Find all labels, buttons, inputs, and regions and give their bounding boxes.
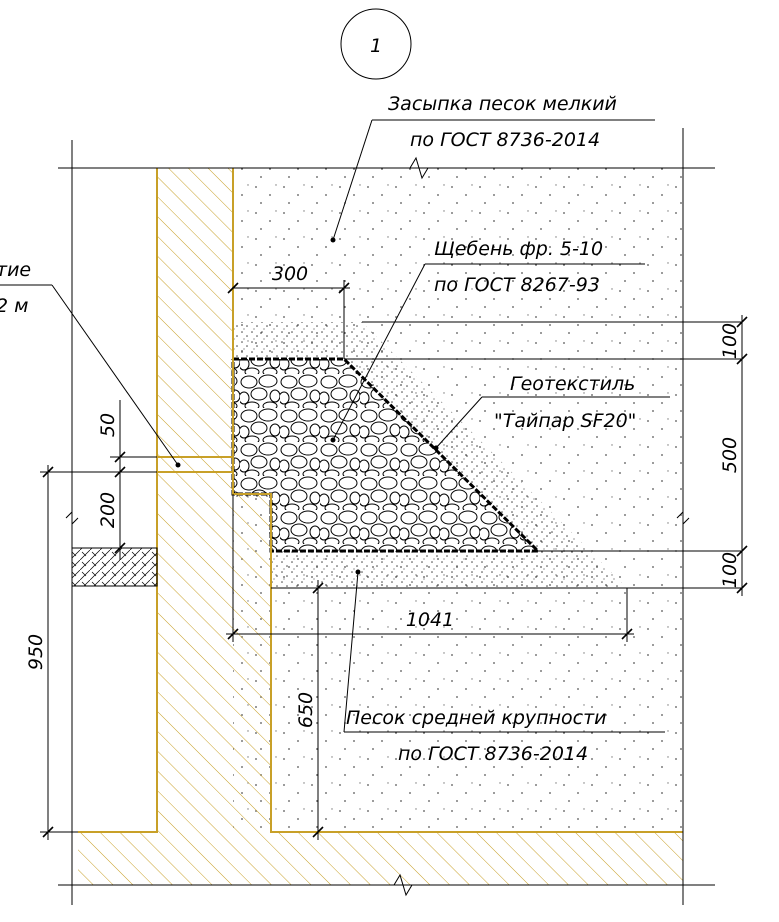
- label-backfill-line1: Засыпка песок мелкий: [388, 93, 617, 115]
- label-gravel-line2: по ГОСТ 8267-93: [434, 274, 600, 296]
- wall-footing-hatch: [78, 168, 683, 885]
- label-gravel-line1: Щебень фр. 5-10: [434, 238, 603, 260]
- gravel-pattern: [233, 359, 538, 551]
- label-backfill-line2: по ГОСТ 8736-2014: [410, 129, 600, 151]
- wall-left-edge: [78, 168, 158, 833]
- dim-right-chain: 100 500 100: [719, 315, 748, 596]
- wall-right-edge: [232, 168, 683, 833]
- callout-marker: 1: [340, 8, 412, 80]
- label-sand-line2: по ГОСТ 8736-2014: [398, 743, 588, 765]
- label-cut-line2: 2 м: [0, 295, 28, 317]
- right-break-mark: [676, 510, 690, 526]
- ground-break-mark: [409, 156, 429, 180]
- label-backfill: Засыпка песок мелкий по ГОСТ 8736-2014: [330, 93, 655, 243]
- label-cut-line1: тие: [0, 259, 31, 281]
- dim-650-text: 650: [295, 692, 317, 728]
- label-geotextile-line2: "Тайпар SF20": [494, 410, 636, 432]
- label-waterproofing-cut: тие 2 м: [0, 259, 181, 468]
- insulation-block: [71, 547, 158, 587]
- dim-300: 300: [227, 263, 350, 359]
- dim-100-top-text: 100: [719, 323, 741, 359]
- dim-200-text: 200: [97, 492, 119, 528]
- dim-left-small: 50 200: [97, 400, 157, 560]
- dim-950: 950: [25, 465, 120, 840]
- label-gravel: Щебень фр. 5-10 по ГОСТ 8267-93: [330, 238, 645, 443]
- dim-100-bottom-text: 100: [719, 552, 741, 588]
- dim-500-text: 500: [719, 437, 741, 473]
- callout-number: 1: [370, 35, 382, 57]
- left-break-mark: [65, 510, 79, 526]
- dim-1041: 1041: [226, 494, 634, 642]
- label-geotextile: Геотекстиль "Тайпар SF20": [433, 373, 670, 451]
- dim-50-text: 50: [97, 413, 119, 437]
- dim-1041-text: 1041: [406, 609, 454, 631]
- bottom-break-mark: [393, 873, 413, 897]
- label-geotextile-line1: Геотекстиль: [510, 373, 635, 395]
- dim-950-text: 950: [25, 634, 47, 670]
- dim-650: 650: [295, 580, 324, 840]
- dim-300-text: 300: [272, 263, 308, 285]
- label-medium-sand: Песок средней крупности по ГОСТ 8736-201…: [343, 569, 665, 765]
- label-sand-line1: Песок средней крупности: [346, 707, 607, 729]
